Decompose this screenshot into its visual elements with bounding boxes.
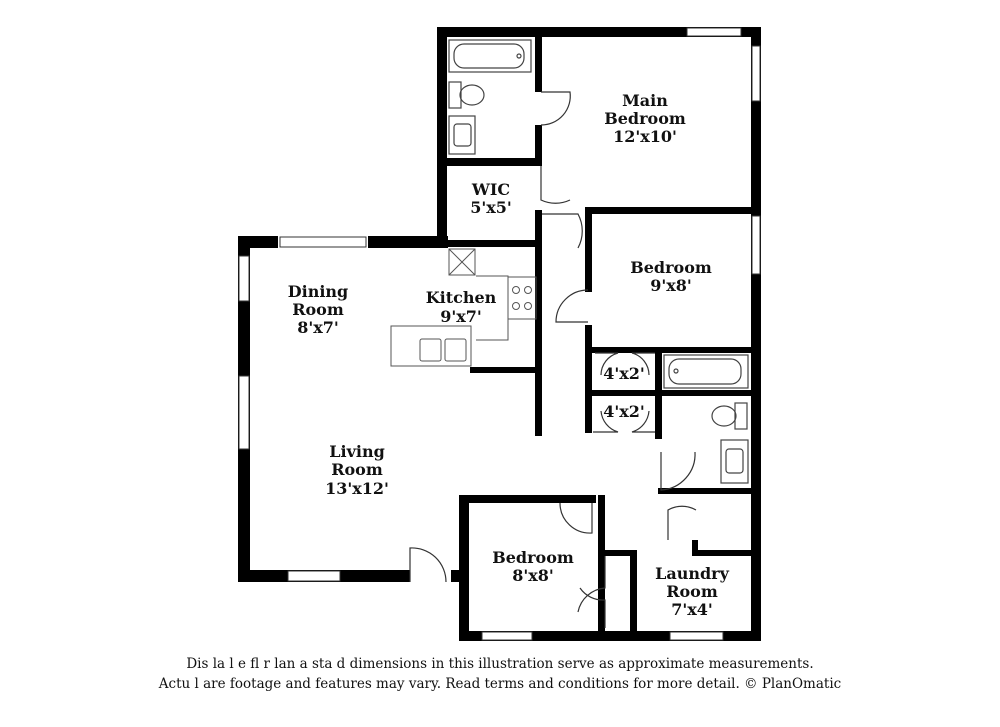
room-closet-lower: 4'x2'	[603, 402, 645, 421]
room-dining-dims: 8'x7'	[297, 318, 339, 337]
room-main-bedroom-line2: Bedroom	[604, 109, 686, 128]
bathtub-right-icon	[663, 354, 749, 389]
room-dining: Dining Room 8'x7'	[288, 282, 348, 337]
room-kitchen-name: Kitchen	[426, 288, 497, 307]
toilet-right-icon	[711, 402, 748, 430]
fridge-icon	[448, 248, 476, 276]
room-laundry: Laundry Room 7'x4'	[655, 564, 730, 619]
room-wic: WIC 5'x5'	[470, 180, 512, 217]
room-wic-dims: 5'x5'	[470, 198, 512, 217]
room-kitchen: Kitchen 9'x7'	[426, 288, 497, 326]
room-closet-lower-dims: 4'x2'	[603, 402, 645, 421]
room-main-bedroom-dims: 12'x10'	[613, 127, 677, 146]
interior-walls	[447, 37, 751, 632]
bathtub-top-icon	[448, 39, 532, 73]
disclaimer-line-1: Dis la l e fl r lan a sta d dimensions i…	[186, 656, 814, 672]
sink-right-icon	[720, 439, 749, 484]
kitchen-counter	[390, 275, 509, 367]
room-laundry-dims: 7'x4'	[671, 600, 713, 619]
room-bedroom-right-dims: 9'x8'	[650, 276, 692, 295]
room-living: Living Room 13'x12'	[325, 442, 389, 498]
room-dining-line1: Dining	[288, 282, 348, 301]
room-living-dims: 13'x12'	[325, 479, 389, 498]
room-main-bedroom-line1: Main	[622, 91, 668, 110]
doors	[409, 91, 697, 628]
room-laundry-line1: Laundry	[655, 564, 730, 583]
room-closet-upper-dims: 4'x2'	[603, 364, 645, 383]
stove-icon	[507, 276, 537, 320]
room-laundry-line2: Room	[666, 582, 718, 601]
room-closet-upper: 4'x2'	[603, 364, 645, 383]
toilet-top-icon	[448, 81, 485, 109]
kitchen-sink-icon	[419, 338, 467, 362]
room-dining-line2: Room	[292, 300, 344, 319]
room-living-line2: Room	[331, 460, 383, 479]
windows	[238, 27, 761, 641]
room-wic-name: WIC	[471, 180, 510, 199]
disclaimer-line-2: Actu l are footage and features may vary…	[158, 676, 842, 692]
room-bedroom-right-name: Bedroom	[630, 258, 712, 277]
room-bedroom-bottom: Bedroom 8'x8'	[492, 548, 574, 585]
room-bedroom-right: Bedroom 9'x8'	[630, 258, 712, 295]
room-kitchen-dims: 9'x7'	[440, 307, 482, 326]
room-bedroom-bottom-dims: 8'x8'	[512, 566, 554, 585]
sink-top-icon	[448, 115, 476, 155]
room-bedroom-bottom-name: Bedroom	[492, 548, 574, 567]
room-main-bedroom: Main Bedroom 12'x10'	[604, 91, 686, 146]
room-living-line1: Living	[329, 442, 385, 461]
